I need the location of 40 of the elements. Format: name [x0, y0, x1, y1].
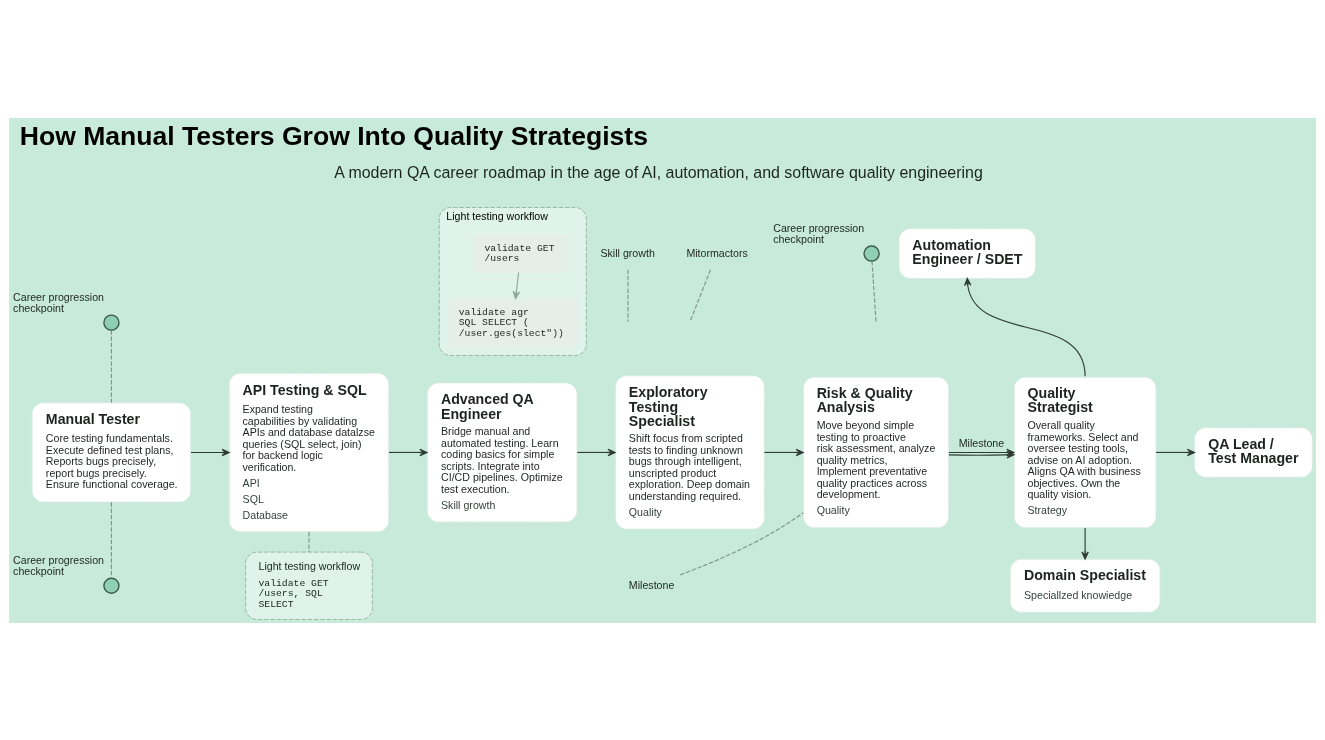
node-box: validate GET /users — [473, 234, 569, 273]
node-box: Manual Tester Core testing fundamentals. Execute defined test plans, Reports bugs precisely, report bugs precisely. Ensure functional coverage. — [31, 401, 192, 502]
node-label: Career progression checkpoint — [13, 290, 105, 314]
connector — [689, 268, 712, 322]
connector — [679, 511, 804, 575]
node-text: Milestone — [628, 578, 675, 591]
arrow — [1081, 526, 1089, 560]
node-box: API Testing & SQL Expand testing capabilities by validating APIs and database datalzse queries (SQL select, join) for backend logic verification. API SQL Database — [228, 372, 390, 532]
node-box: Risk & Quality Analysis Move beyond simple testing to proactive risk assessment, analyze quality metrics, Implement preventative quality practices across development. Quality — [802, 376, 950, 528]
arrow — [948, 448, 1015, 456]
connector — [308, 530, 310, 553]
node-text: Skill growth — [600, 246, 655, 259]
connector — [627, 268, 629, 322]
node-box: QA Lead / Test Manager — [1194, 426, 1313, 478]
diagram-title: How Manual Testers Grow Into Quality Strategists — [19, 120, 648, 151]
node-text: Mitormactors — [686, 246, 748, 259]
node-box: Light testing workflow validate GET /users, SQL SELECT — [245, 551, 373, 620]
node-label: Career progression checkpoint — [773, 220, 865, 245]
arrow — [190, 448, 230, 456]
connector — [871, 260, 877, 322]
node-circle — [103, 577, 120, 594]
arrow — [576, 448, 616, 456]
node-circle — [103, 313, 120, 331]
arrow — [388, 448, 428, 456]
node-label: Career progression checkpoint — [13, 553, 105, 577]
edge-label: Milestone — [958, 436, 1005, 449]
node-box: Exploratory Testing Specialist Shift focus from scripted tests to finding unknown bugs through intelligent, unscripted product exploration. Deep domain understanding required. Quality — [615, 374, 765, 530]
connector — [110, 501, 112, 579]
arrow — [763, 448, 804, 456]
node-box: Domain Specialist Speciallzed knowiedge — [1009, 558, 1161, 613]
connector — [110, 329, 112, 403]
node-box: validate agr SQL SELECT ( /user.ges(slect")) — [447, 297, 578, 347]
arrow — [964, 277, 1086, 377]
node-box: Automation Engineer / SDET — [898, 227, 1036, 279]
label: A modern QA career roadmap in the age of AI, automation, and software quality engineering — [334, 163, 983, 181]
arrow — [512, 271, 521, 299]
node-circle — [863, 244, 880, 262]
node-box: Advanced QA Engineer Bridge manual and automated testing. Learn coding basics for simple scripts. Integrate into CI/CD pipelines. Optimize test execution. Skill growth — [426, 381, 578, 522]
node-box: Quality Strategist Overall quality frameworks. Select and oversee testing tools, advise on AI adoption. Aligns QA with business objectives. Own the quality vision. Strategy — [1013, 376, 1157, 528]
arrow — [1155, 448, 1196, 456]
